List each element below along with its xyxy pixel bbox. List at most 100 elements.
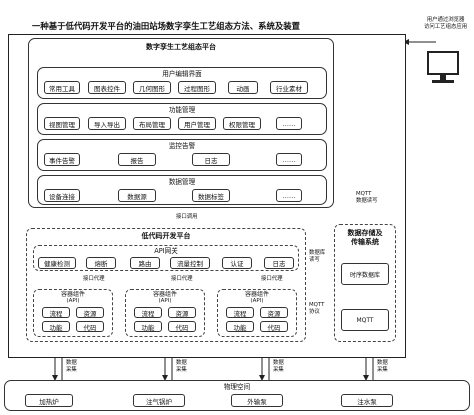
collect-label-2: 数据 采集: [176, 360, 187, 374]
editor-panel: 用户编辑界面 常用工具 图表控件 几何图形 过程图形 动画 行业素材: [37, 67, 327, 99]
collect-1-line2: 采集: [66, 366, 77, 373]
twin-platform-title: 数字孪生工艺组态平台: [146, 43, 216, 51]
storage-system: 数据存储及 传输系统 时序数据库 MQTT: [334, 224, 396, 342]
function-item-layout: 布局管理: [133, 117, 171, 130]
container-1-item-code: 代码: [76, 321, 104, 332]
container-component-1: 容器组件 (API) 流程 资源 功能 代码: [33, 289, 113, 337]
lowcode-platform: 低代码开发平台 API网关 健康检测 熔断 路由 流量控制 认证 日志 接口代理…: [26, 228, 306, 342]
collect-3-line2: 采集: [273, 366, 284, 373]
user-label: 用户通过浏览器 访问工艺组态应用: [424, 17, 467, 31]
editor-item-chart-controls: 图表控件: [88, 81, 126, 94]
monitor-item-events: 事件告警: [44, 153, 80, 166]
gateway-item-traffic: 流量控制: [170, 257, 210, 269]
twin-platform: 数字孪生工艺组态平台 用户编辑界面 常用工具 图表控件 几何图形 过程图形 动画…: [28, 38, 334, 208]
function-item-users: 用户管理: [178, 117, 216, 130]
editor-item-tools: 常用工具: [44, 81, 80, 94]
container-component-3: 容器组件 (API) 流程 资源 功能 代码: [217, 289, 297, 337]
physical-item-water-pump: 注水泵: [341, 394, 393, 407]
function-item-more: ……: [276, 117, 302, 130]
physical-space-title: 物理空间: [223, 383, 251, 391]
gateway-item-logs: 日志: [264, 257, 294, 269]
container-1-item-function: 功能: [42, 321, 70, 332]
container-1-item-flow: 流程: [42, 307, 70, 318]
monitor-icon: [427, 51, 459, 83]
storage-title-line2: 传输系统: [351, 238, 379, 246]
storage-title-line1: 数据存储及: [347, 229, 383, 237]
mqtt-broker: MQTT: [341, 309, 389, 331]
function-item-permissions: 权限管理: [223, 117, 261, 130]
mqtt-rw-label: MQTT 数据读写: [356, 191, 378, 205]
proxy-label-2: 接口代理: [171, 276, 193, 282]
proxy-label-1: 接口代理: [83, 276, 105, 282]
container-component-2: 容器组件 (API) 流程 资源 功能 代码: [125, 289, 205, 337]
mqtt-proto-line2: 协议: [309, 308, 320, 315]
container-2-item-code: 代码: [168, 321, 196, 332]
container-3-item-flow: 流程: [226, 307, 254, 318]
container-1-title: 容器组件: [60, 291, 85, 298]
function-mgmt-title: 功能管理: [168, 106, 196, 114]
db-rw-line2: 读写: [309, 256, 320, 263]
monitor-item-logs: 日志: [192, 153, 230, 166]
container-3-item-function: 功能: [226, 321, 254, 332]
diagram-title: 一种基于低代码开发平台的油田站场数字孪生工艺组态方法、系统及装置: [32, 21, 300, 31]
container-2-title: 容器组件: [152, 291, 177, 298]
physical-item-heater: 加热炉: [25, 394, 73, 407]
data-item-device-connect: 设备连接: [44, 189, 80, 202]
proxy-label-3: 接口代理: [261, 276, 283, 282]
container-2-item-function: 功能: [134, 321, 162, 332]
collect-label-1: 数据 采集: [66, 360, 77, 374]
db-rw-label: 数据库 读写: [309, 250, 325, 264]
user-label-line1: 用户通过浏览器: [426, 17, 465, 23]
mqtt-rw-line2: 数据读写: [356, 197, 378, 204]
container-3-item-code: 代码: [260, 321, 288, 332]
editor-item-geometry: 几何图形: [133, 81, 171, 94]
container-2-item-resource: 资源: [168, 307, 196, 318]
data-item-datasource: 数据源: [118, 189, 156, 202]
editor-item-industry-assets: 行业素材: [270, 81, 308, 94]
physical-space: 物理空间 加热炉 注气锅炉 外输泵 注水泵: [4, 380, 470, 411]
collect-3-line1: 数据: [273, 360, 284, 366]
gateway-item-circuit-breaker: 熔断: [86, 257, 116, 269]
monitor-title: 监控告警: [168, 142, 196, 150]
collect-2-line2: 采集: [176, 366, 187, 373]
monitor-item-reports: 报告: [118, 153, 156, 166]
container-1-item-resource: 资源: [76, 307, 104, 318]
lowcode-platform-title: 低代码开发平台: [141, 232, 191, 240]
physical-item-export-pump: 外输泵: [231, 394, 283, 407]
container-3-item-resource: 资源: [260, 307, 288, 318]
container-2-subtitle: (API): [158, 298, 172, 304]
data-item-more: ……: [276, 189, 302, 202]
container-3-title: 容器组件: [244, 291, 269, 298]
interface-call-label: 接口调用: [176, 214, 198, 220]
editor-item-animation: 动画: [228, 81, 258, 94]
collect-2-line1: 数据: [176, 360, 187, 366]
api-gateway-title: API网关: [154, 247, 178, 255]
mqtt-proto-label: MQTT 协议: [309, 302, 324, 316]
db-rw-line1: 数据库: [309, 250, 326, 256]
data-mgmt-panel: 数据管理 设备连接 数据源 数据标签 ……: [37, 175, 327, 205]
container-3-subtitle: (API): [250, 298, 264, 304]
function-item-import-export: 导入导出: [88, 117, 126, 130]
collect-1-line1: 数据: [66, 360, 77, 366]
user-label-line2: 访问工艺组态应用: [424, 23, 468, 30]
collect-label-3: 数据 采集: [273, 360, 284, 374]
monitor-panel: 监控告警 事件告警 报告 日志 ……: [37, 139, 327, 171]
function-mgmt-panel: 功能管理 视图管理 导入导出 布局管理 用户管理 权限管理 ……: [37, 103, 327, 135]
editor-item-process-graphics: 过程图形: [178, 81, 216, 94]
timeseries-db: 时序数据库: [341, 263, 389, 285]
function-item-view: 视图管理: [44, 117, 80, 130]
collect-4-line1: 数据: [377, 360, 388, 366]
data-item-tags: 数据标签: [192, 189, 230, 202]
data-mgmt-title: 数据管理: [168, 178, 196, 186]
container-1-subtitle: (API): [66, 298, 80, 304]
collect-4-line2: 采集: [377, 366, 388, 373]
api-gateway: API网关 健康检测 熔断 路由 流量控制 认证 日志: [33, 245, 299, 271]
gateway-item-routing: 路由: [130, 257, 160, 269]
gateway-item-health: 健康检测: [38, 257, 76, 269]
mqtt-rw-line1: MQTT: [356, 191, 372, 197]
physical-item-steam-boiler: 注气锅炉: [133, 394, 185, 407]
monitor-item-more: ……: [276, 153, 302, 166]
gateway-item-auth: 认证: [222, 257, 252, 269]
mqtt-proto-line1: MQTT: [309, 302, 325, 308]
editor-title: 用户编辑界面: [162, 70, 202, 78]
